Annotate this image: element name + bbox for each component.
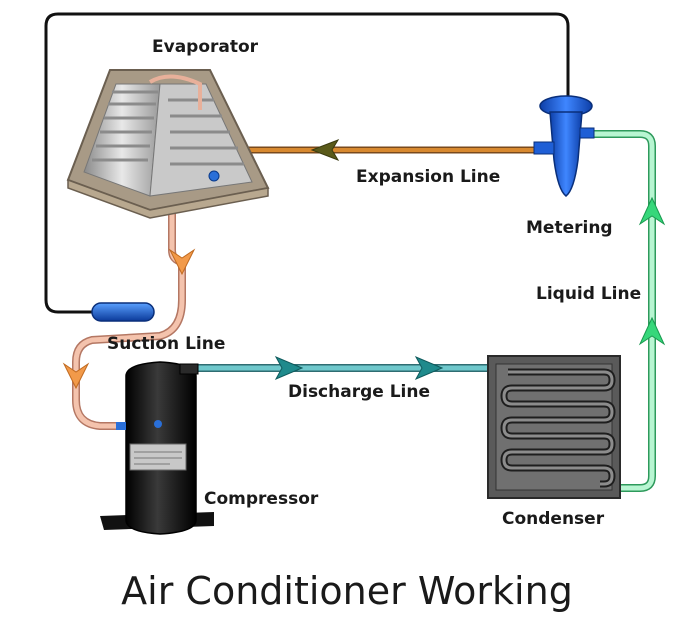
compressor-label: Compressor xyxy=(204,489,319,509)
page-title: Air Conditioner Working xyxy=(121,569,573,613)
evaporator-coil xyxy=(66,69,270,219)
condenser-unit xyxy=(487,355,621,499)
suction-line-label: Suction Line xyxy=(107,334,225,354)
expansion-line-label: Expansion Line xyxy=(356,167,500,187)
evaporator-label: Evaporator xyxy=(152,37,259,57)
suction-arrow-2 xyxy=(62,362,90,390)
discharge-line-label: Discharge Line xyxy=(288,382,430,402)
metering-valve xyxy=(533,95,595,197)
sensing-tube xyxy=(44,12,570,314)
expansion-arrow xyxy=(310,139,340,161)
liquid-arrow-1 xyxy=(638,196,666,226)
suction-arrow-1 xyxy=(168,248,196,276)
metering-label: Metering xyxy=(526,218,613,238)
discharge-arrow-2 xyxy=(414,355,444,381)
discharge-arrow-1 xyxy=(274,355,304,381)
condenser-label: Condenser xyxy=(502,509,605,529)
liquid-line-label: Liquid Line xyxy=(536,284,641,304)
compressor-unit xyxy=(100,361,214,535)
accumulator xyxy=(91,302,155,322)
liquid-arrow-2 xyxy=(638,316,666,346)
